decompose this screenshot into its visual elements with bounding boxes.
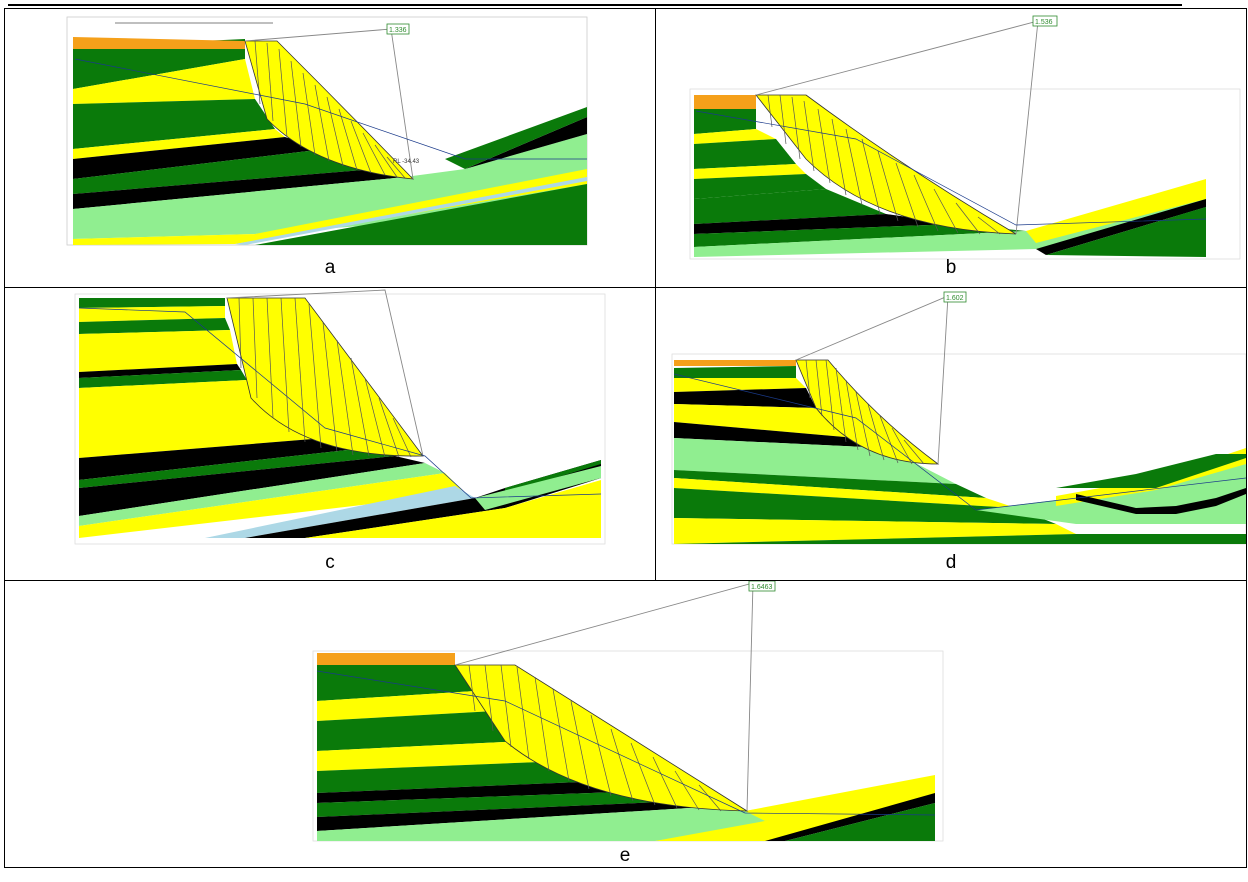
- fos-label-e: 1.6463: [751, 584, 773, 591]
- slope-section-a: 1.336 RL -34.43: [66, 16, 588, 246]
- fos-label-b: 1.536: [1035, 19, 1053, 26]
- panel-caption-c: c: [325, 552, 335, 573]
- rl-label-a: RL -34.43: [393, 159, 420, 165]
- slope-section-c: [74, 289, 606, 545]
- slope-section-e: 1.6463: [312, 581, 944, 842]
- figure-grid: 1.336 RL -34.43 a: [4, 8, 1247, 868]
- top-rule: [8, 4, 1182, 6]
- panel-a-cell: 1.336 RL -34.43 a: [4, 8, 656, 288]
- slope-section-d: 1.602: [671, 291, 1246, 545]
- panel-caption-a: a: [324, 257, 336, 278]
- panel-e-cell: 1.6463 e: [4, 580, 1247, 868]
- panel-c-cell: c: [4, 287, 656, 581]
- panel-d-cell: 1.602 d: [655, 287, 1247, 581]
- panel-b-cell: 1.536 b: [655, 8, 1247, 288]
- fos-label-a: 1.336: [389, 27, 407, 34]
- slope-section-b: 1.536: [689, 15, 1241, 260]
- fos-label-d: 1.602: [946, 295, 964, 302]
- panel-caption-e: e: [619, 845, 631, 866]
- panel-caption-b: b: [945, 257, 957, 278]
- panel-caption-d: d: [945, 552, 957, 573]
